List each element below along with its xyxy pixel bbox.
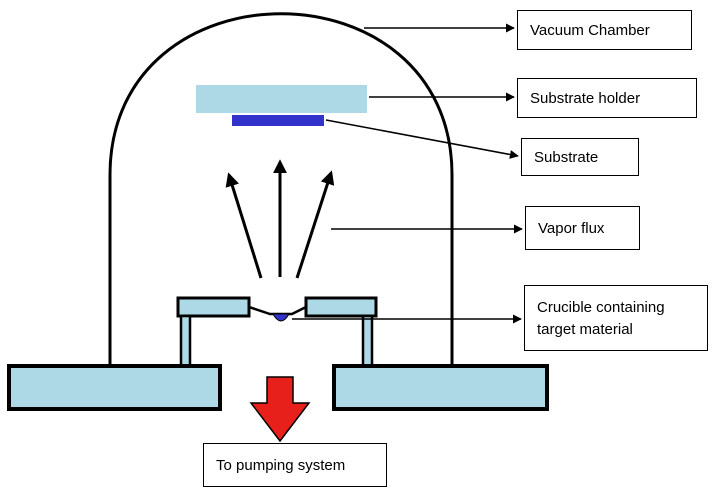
- vacuum-chamber-dome: [108, 12, 454, 368]
- vapor-flux-arrow-right: [295, 170, 335, 279]
- label-vapor-flux-text: Vapor flux: [538, 219, 605, 237]
- label-pumping-system-text: To pumping system: [216, 456, 346, 474]
- substrate: [232, 115, 324, 126]
- crucible-right-plate: [304, 296, 378, 318]
- crucible-left-plate: [176, 296, 251, 318]
- base-plate-left: [7, 364, 222, 411]
- label-pumping-system: To pumping system: [203, 443, 387, 487]
- substrate-holder: [196, 85, 367, 113]
- label-vacuum-chamber-text: Vacuum Chamber: [530, 21, 650, 39]
- base-plate-right: [332, 364, 549, 411]
- label-substrate-holder-text: Substrate holder: [530, 89, 641, 107]
- label-vacuum-chamber: Vacuum Chamber: [517, 10, 692, 50]
- target-material: [272, 313, 290, 322]
- label-substrate-text: Substrate: [534, 148, 599, 166]
- pumping-arrow: [249, 376, 311, 443]
- vapor-flux-arrow-left: [225, 172, 263, 279]
- crucible-boat: [248, 305, 307, 316]
- label-vapor-flux: Vapor flux: [525, 206, 640, 250]
- crucible-left-post: [179, 314, 192, 368]
- leader-substrate: [325, 119, 519, 159]
- label-substrate-holder: Substrate holder: [517, 78, 697, 118]
- crucible-right-post: [361, 314, 374, 368]
- label-crucible-text: Crucible containing target material: [537, 299, 665, 338]
- label-crucible: Crucible containing target material: [524, 285, 708, 351]
- label-substrate: Substrate: [521, 138, 639, 176]
